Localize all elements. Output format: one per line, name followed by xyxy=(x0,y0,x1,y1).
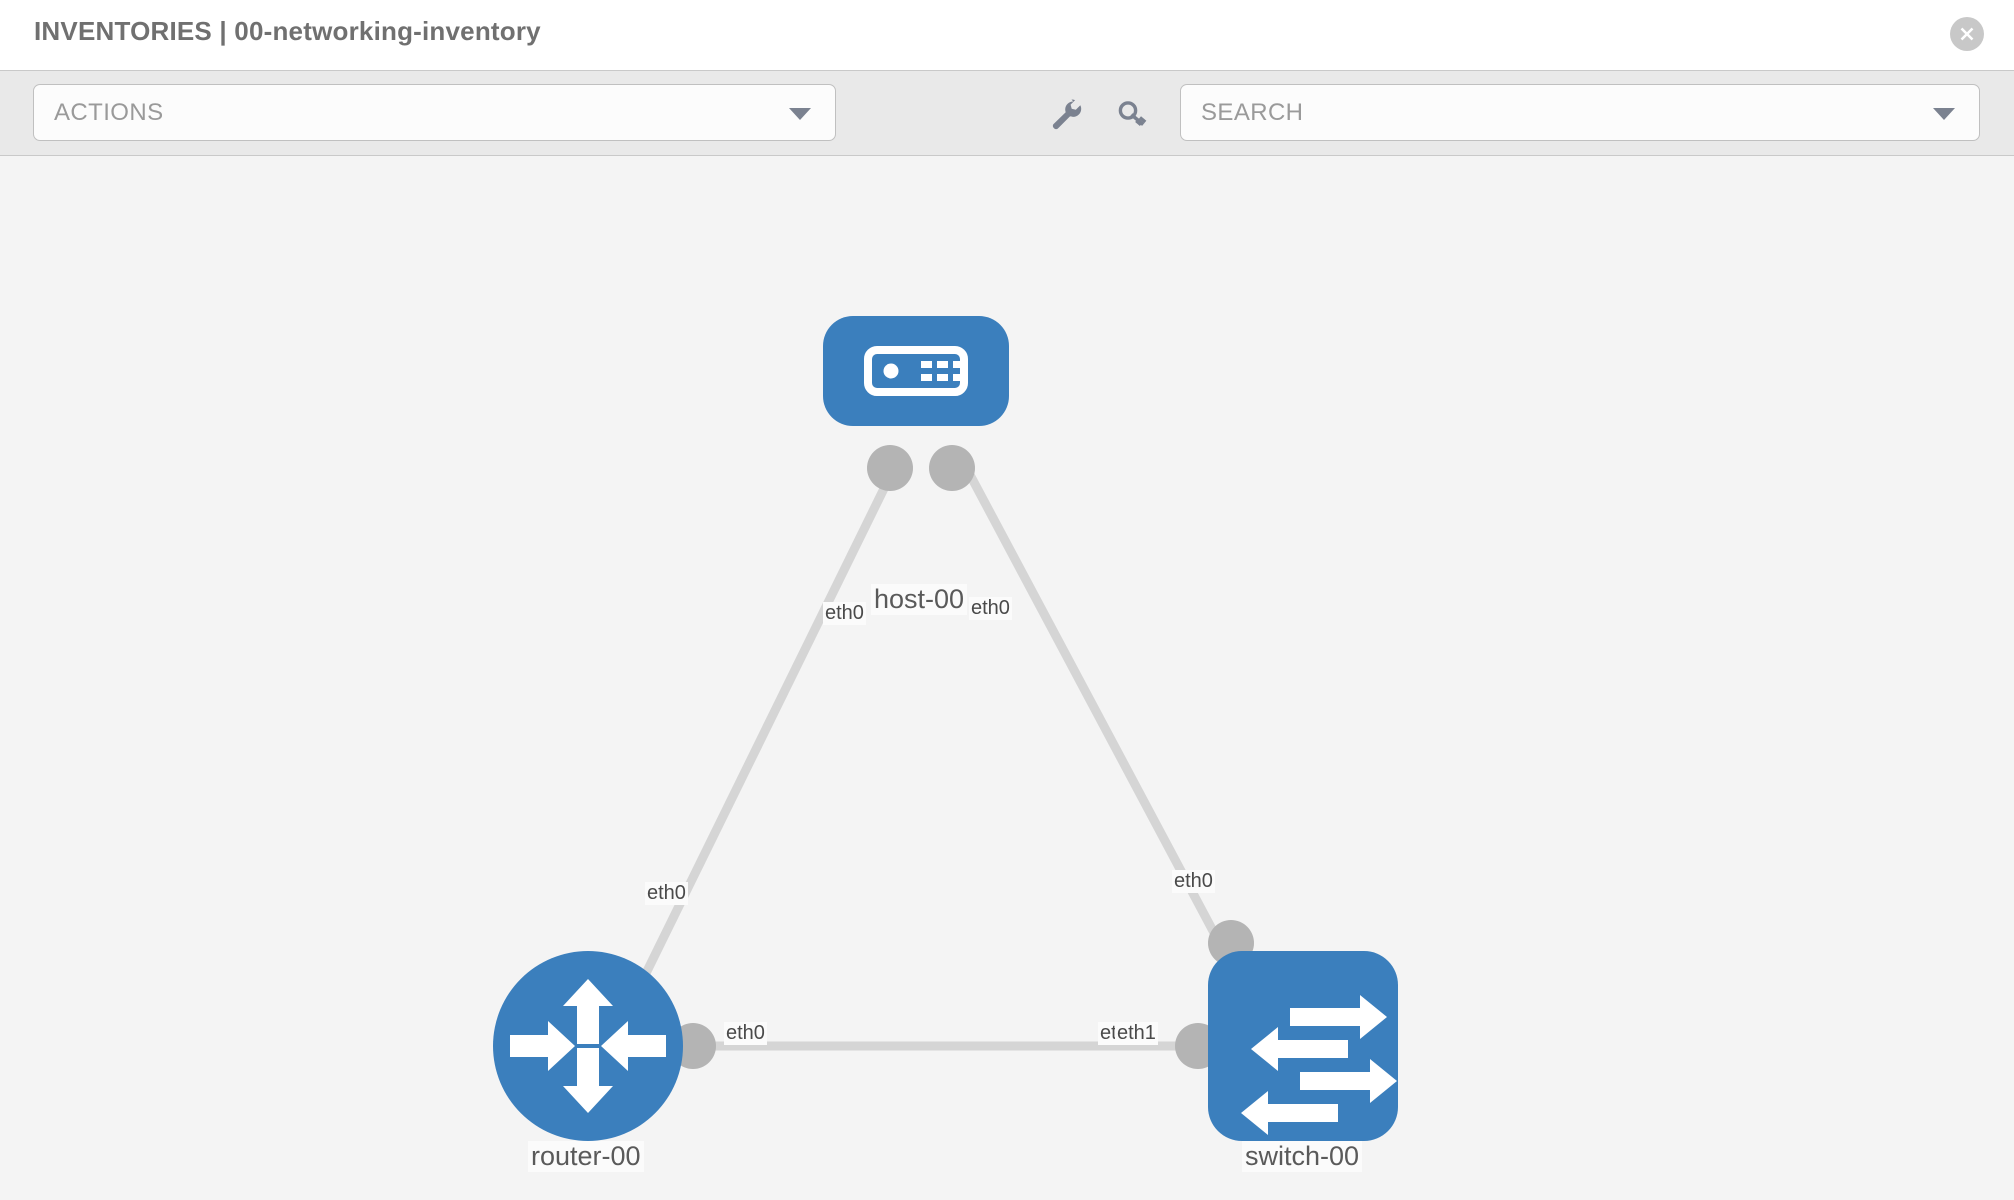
iface-label-host-eth0-left: eth0 xyxy=(823,602,866,625)
node-host-00[interactable] xyxy=(823,316,1009,426)
search-field[interactable] xyxy=(1180,84,1980,141)
topology-canvas[interactable]: eth0 eth0 eth0 eth0 eth0 eth eth1 host-0… xyxy=(0,156,2014,1200)
node-label-router-00: router-00 xyxy=(528,1141,644,1173)
iface-label-switch-eth0-up: eth0 xyxy=(1172,870,1215,893)
node-router-00[interactable] xyxy=(493,951,683,1141)
topology-links xyxy=(620,453,1249,1051)
topology-graph xyxy=(493,316,1398,1141)
page-header: INVENTORIES | 00-networking-inventory xyxy=(0,0,2014,70)
iface-label-switch-eth1: eth1 xyxy=(1115,1022,1158,1045)
node-router-00-shape[interactable] xyxy=(493,951,683,1141)
iface-label-router-eth0: eth0 xyxy=(724,1022,767,1045)
node-host-00-shape[interactable] xyxy=(823,316,1009,426)
server-icon xyxy=(864,346,968,396)
wrench-icon[interactable] xyxy=(1046,95,1086,135)
chevron-down-icon[interactable] xyxy=(1933,107,1955,120)
node-switch-00[interactable] xyxy=(1208,951,1398,1141)
switch-arrows-icon xyxy=(1241,995,1397,1135)
iface-nub[interactable] xyxy=(867,445,913,491)
iface-label-host-eth0-right: eth0 xyxy=(969,597,1012,620)
close-icon[interactable] xyxy=(1950,17,1984,51)
node-label-host-00: host-00 xyxy=(871,584,968,616)
link-host-router[interactable] xyxy=(620,454,905,1018)
iface-label-router-eth0-up: eth0 xyxy=(645,882,688,905)
iface-nub[interactable] xyxy=(929,445,975,491)
search-input[interactable] xyxy=(1201,98,1901,127)
actions-dropdown-label: ACTIONS xyxy=(54,98,164,126)
link-host-switch[interactable] xyxy=(956,453,1249,994)
node-label-switch-00: switch-00 xyxy=(1242,1141,1363,1173)
topology-interface-nubs xyxy=(670,445,1254,1069)
router-arrows-icon xyxy=(510,979,666,1113)
toolbar: ACTIONS xyxy=(0,70,2014,156)
key-icon[interactable] xyxy=(1113,95,1153,135)
page-title: INVENTORIES | 00-networking-inventory xyxy=(34,16,541,46)
chevron-down-icon xyxy=(789,107,811,120)
actions-dropdown[interactable]: ACTIONS xyxy=(33,84,836,141)
